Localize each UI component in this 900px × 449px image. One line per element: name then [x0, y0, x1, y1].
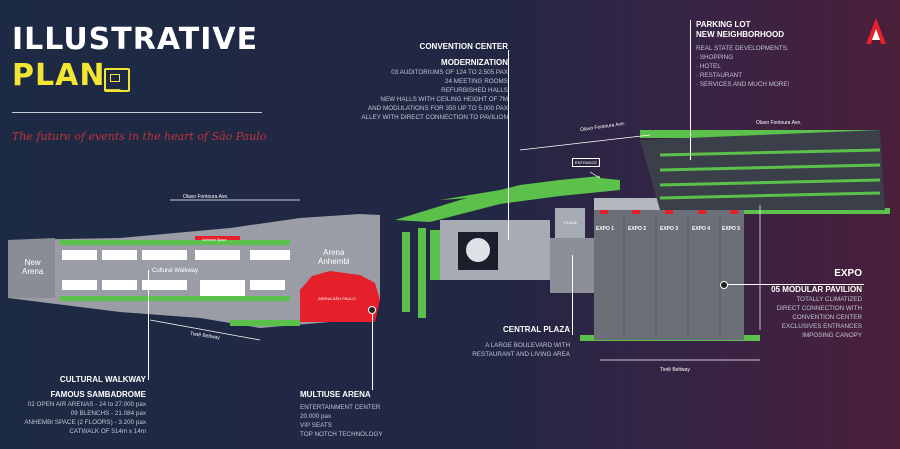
- cultural-walkway-line: 02 OPEN AIR ARENAS - 24 to 27.000 pax: [27, 401, 146, 408]
- plaza-label: PLAZA: [564, 220, 577, 225]
- title-line-1: ILLUSTRATIVE: [12, 22, 259, 57]
- parking-callout: PARKING LOT NEW NEIGHBORHOOD REAL STATE …: [696, 20, 806, 89]
- parking-heading-1: PARKING LOT: [696, 20, 751, 29]
- multiuse-arena-line: VIP SEATS: [300, 422, 332, 429]
- cultural-walkway-heading: CULTURAL WALKWAY: [59, 375, 146, 384]
- expo-hall-label: EXPO 3: [660, 226, 679, 232]
- arena-anhembi-label-line: Arena: [323, 248, 345, 257]
- expo-line: EXCLUSIVES ENTRANCES: [781, 323, 862, 330]
- expo-callout: EXPO 05 MODULAR PAVILION TOTALLY CLIMATI…: [760, 268, 862, 340]
- expo-hall-label: EXPO 4: [692, 226, 711, 232]
- arena-anhembi-label-line: Anhembi: [318, 257, 350, 266]
- cultural-walkway-subheading: FAMOUS SAMBADROME: [50, 390, 146, 399]
- arena-anhembi-label: Arena Anhembi: [318, 248, 350, 266]
- blueprint-icon: [104, 68, 130, 92]
- expo-line: IMPOSING CANOPY: [802, 332, 862, 339]
- parking-line: REAL STATE DEVELOPMENTS:: [696, 45, 789, 52]
- multiuse-arena-line: 20.000 pax: [300, 413, 332, 420]
- parking-line: · SHOPPING: [696, 54, 734, 61]
- convention-leader-line: [508, 50, 509, 240]
- cultural-walkway-line: ANHEMBI SPACE (2 FLOORS) - 3.200 pax: [24, 419, 146, 426]
- street-label: Tietê Beltway: [660, 367, 690, 373]
- page-title: ILLUSTRATIVE PLAN_: [12, 22, 258, 94]
- convention-line: 24 MEETING ROOMS: [445, 78, 508, 85]
- anhembi-a-logo-icon: [866, 18, 886, 44]
- expo-hall-label: EXPO 5: [722, 226, 741, 232]
- expo-heading: EXPO: [834, 268, 862, 279]
- new-arena-area: [8, 238, 55, 298]
- walkway-leader-line: [148, 270, 149, 380]
- central-plaza-callout: CENTRAL PLAZA A LARGE BOULEVARD WITH RES…: [470, 325, 570, 359]
- convention-center-subheading: MODERNIZATION: [441, 58, 508, 67]
- expo-hall-label: EXPO 1: [596, 226, 615, 232]
- convention-line: 03 AUDITORIUMS OF 124 TO 2.505 PAX: [391, 69, 508, 76]
- multiuse-arena-callout: MULTIUSE ARENA ENTERTAINMENT CENTER 20.0…: [300, 390, 400, 439]
- arena-sao-paulo-label: ARENA SÃO PAULO: [318, 296, 356, 301]
- street-label: Olavo Fontoura Ave.: [756, 120, 802, 126]
- central-plaza-line: A LARGE BOULEVARD WITH: [485, 342, 570, 349]
- expo-line: CONVENTION CENTER: [792, 314, 862, 321]
- multiuse-arena-line: TOP NOTCH TECHNOLOGY: [300, 431, 383, 438]
- convention-line: AND MODULATIONS FOR 350 UP TO 5.000 PAX: [367, 105, 508, 112]
- tagline: The future of events in the heart of São…: [12, 130, 267, 143]
- title-line-2: PLAN_: [12, 58, 122, 93]
- convention-line: NEW HALLS WITH CEILING HEIGHT OF 7m: [380, 96, 508, 103]
- expo-pavilion: [594, 210, 744, 340]
- title-divider: [12, 112, 262, 113]
- central-plaza-line: RESTAURANT AND LIVING AREA: [472, 351, 570, 358]
- parking-line: · HOTEL: [696, 63, 721, 70]
- parking-line: · RESTAURANT: [696, 72, 743, 79]
- anhembi-space-label: Anhembi Space: [202, 238, 227, 242]
- multiuse-arena: [300, 271, 380, 322]
- multiuse-arena-heading: MULTIUSE ARENA: [300, 390, 371, 399]
- cultural-walkway-label: Cultural Walkway: [152, 268, 199, 274]
- central-plaza-heading: CENTRAL PLAZA: [503, 325, 570, 334]
- sambadrome-benches: [62, 250, 290, 300]
- entrance-label: ENTRANCE: [572, 158, 601, 167]
- cultural-walkway-callout: CULTURAL WALKWAY FAMOUS SAMBADROME 02 OP…: [10, 375, 146, 436]
- expo-line: TOTALLY CLIMATIZED: [796, 296, 862, 303]
- arena-leader-line: [372, 310, 373, 390]
- convention-center-callout: CONVENTION CENTER MODERNIZATION 03 AUDIT…: [360, 42, 508, 122]
- cultural-walkway-line: 09 BLENCHS - 21.084 pax: [70, 410, 146, 417]
- expo-subheading: 05 MODULAR PAVILION: [771, 285, 862, 294]
- multiuse-arena-line: ENTERTAINMENT CENTER: [300, 404, 381, 411]
- convention-line: REFURBISHED HALLS: [441, 87, 508, 94]
- expo-marker: [720, 281, 728, 289]
- expo-hall-label: EXPO 2: [628, 226, 647, 232]
- parking-line: · SERVICES AND MUCH MORE!: [696, 81, 790, 88]
- trees: [60, 130, 890, 341]
- cultural-walkway-line: CATWALK OF 514m x 14m: [69, 428, 146, 435]
- new-arena-label-line: Arena: [22, 267, 44, 276]
- parking-leader-line: [690, 20, 691, 160]
- new-arena-label-line: New: [24, 258, 41, 267]
- expo-line: DIRECT CONNECTION WITH: [776, 305, 862, 312]
- parking-heading-2: NEW NEIGHBORHOOD: [696, 30, 784, 39]
- expo-leader-line: [724, 284, 864, 285]
- street-label: Olavo Fontoura Ave.: [183, 194, 229, 200]
- plaza-leader-line: [572, 255, 573, 335]
- arena-marker: [368, 306, 376, 314]
- convention-center-heading: CONVENTION CENTER: [419, 42, 508, 51]
- new-arena-label: New Arena: [22, 258, 43, 276]
- convention-line: ALLEY WITH DIRECT CONNECTION TO PAVILION: [361, 114, 508, 121]
